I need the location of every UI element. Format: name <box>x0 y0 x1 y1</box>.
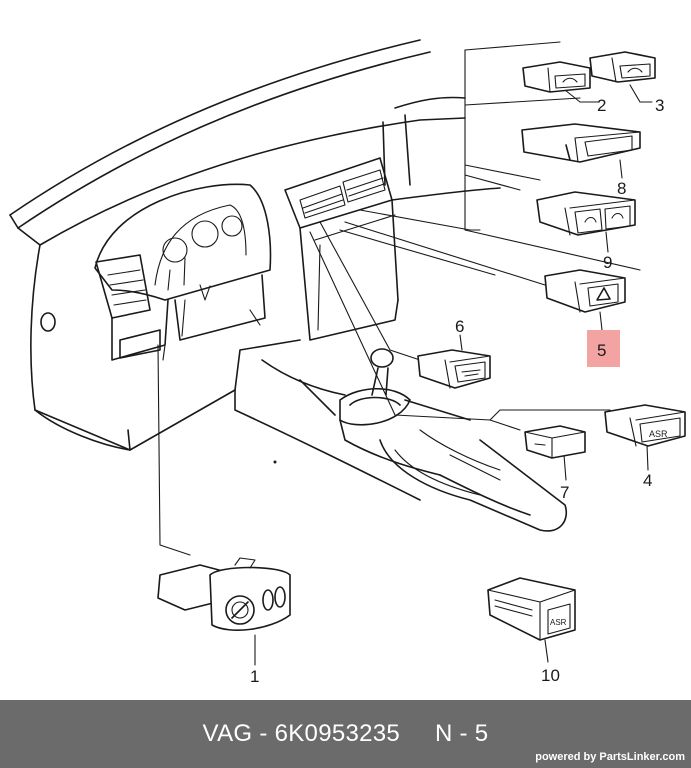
brand-name: VAG <box>202 720 253 747</box>
position-label: N - 5 <box>434 720 489 747</box>
switch-3 <box>589 51 656 83</box>
switch-6 <box>417 349 491 389</box>
callout-7[interactable]: 7 <box>560 483 569 502</box>
part-caption: VAG - 6K0953235 N - 5 <box>202 720 489 747</box>
leader-lines <box>157 41 653 666</box>
switch-2 <box>522 61 591 93</box>
callout-2[interactable]: 2 <box>597 96 606 115</box>
switch-5 <box>544 269 626 313</box>
footer-bar: VAG - 6K0953235 N - 5 powered by PartsLi… <box>0 700 691 768</box>
callout-5[interactable]: 5 <box>597 341 606 360</box>
asr-label-small: ASR <box>649 429 668 439</box>
callout-6[interactable]: 6 <box>455 317 464 336</box>
part-number: 6K0953235 <box>274 720 401 747</box>
switch-9 <box>536 191 636 236</box>
powered-by-prefix: powered by <box>535 751 597 763</box>
callout-9[interactable]: 9 <box>603 253 612 272</box>
asr-label-large: ASR <box>550 618 567 627</box>
switch-7 <box>524 425 586 459</box>
callout-4[interactable]: 4 <box>643 471 652 490</box>
switch-4: ASR <box>604 404 686 447</box>
highlight-callout-5 <box>587 330 620 367</box>
callout-10[interactable]: 10 <box>541 666 560 685</box>
callout-1[interactable]: 1 <box>250 667 259 686</box>
switch-1 <box>157 557 291 631</box>
callout-8[interactable]: 8 <box>617 179 626 198</box>
dashboard-parts-diagram: ASR ASR 2 3 8 9 5 6 4 7 1 10 <box>9 39 686 686</box>
switch-10: ASR <box>487 577 576 641</box>
dashboard-drawing <box>9 39 567 532</box>
powered-by-site: PartsLinker.com <box>599 751 685 763</box>
callout-3[interactable]: 3 <box>655 96 664 115</box>
switch-8 <box>521 123 641 163</box>
powered-by-link[interactable]: powered by PartsLinker.com <box>535 751 685 763</box>
